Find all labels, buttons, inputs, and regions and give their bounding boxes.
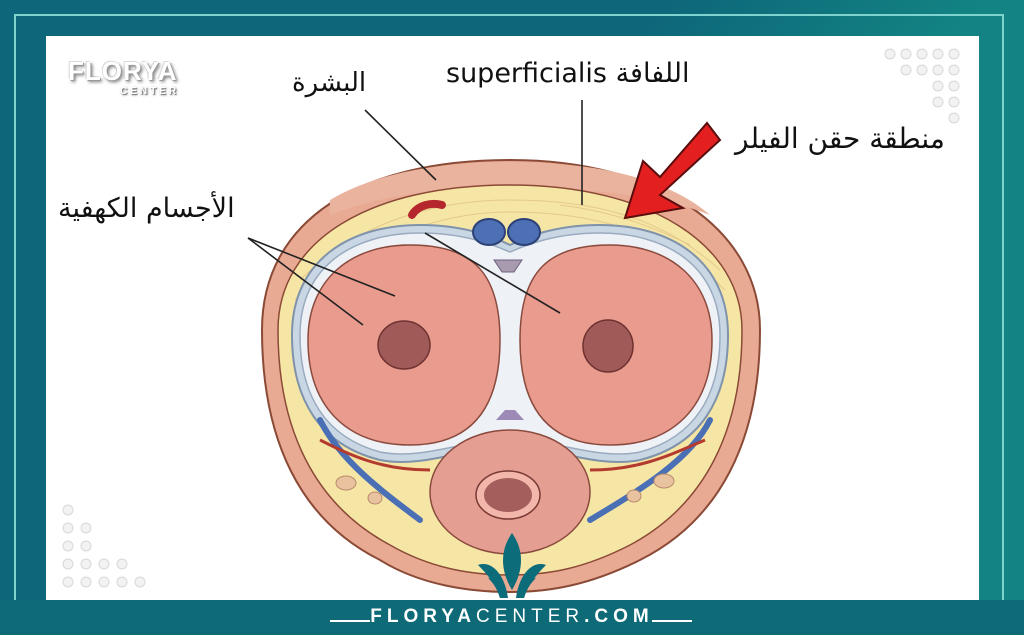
decorative-dots-top-right (884, 48, 960, 124)
footer-arrow-right (652, 620, 692, 622)
label-filler-zone: منطقة حقن الفيلر (735, 122, 945, 155)
footer-arrow-left (330, 620, 370, 622)
footer-url-suffix: .COM (584, 606, 654, 627)
label-epidermis: البشرة (292, 68, 367, 98)
footer-url: FLORYACENTER.COM (0, 606, 1024, 628)
brand-logo-sub: CENTER (120, 86, 180, 97)
label-fascia: اللفافة superficialis (446, 58, 690, 89)
footer-url-light: CENTER (475, 606, 585, 627)
footer-url-bold: FLORYA (370, 606, 476, 627)
decorative-dots-bottom-left (62, 504, 146, 588)
footer-bar (0, 600, 1024, 635)
red-arrow-icon (623, 121, 722, 220)
leaf-logo-icon (478, 533, 546, 598)
label-cavernosa: الأجسام الكهفية (58, 193, 235, 224)
brand-logo: FLORYA (68, 56, 178, 86)
